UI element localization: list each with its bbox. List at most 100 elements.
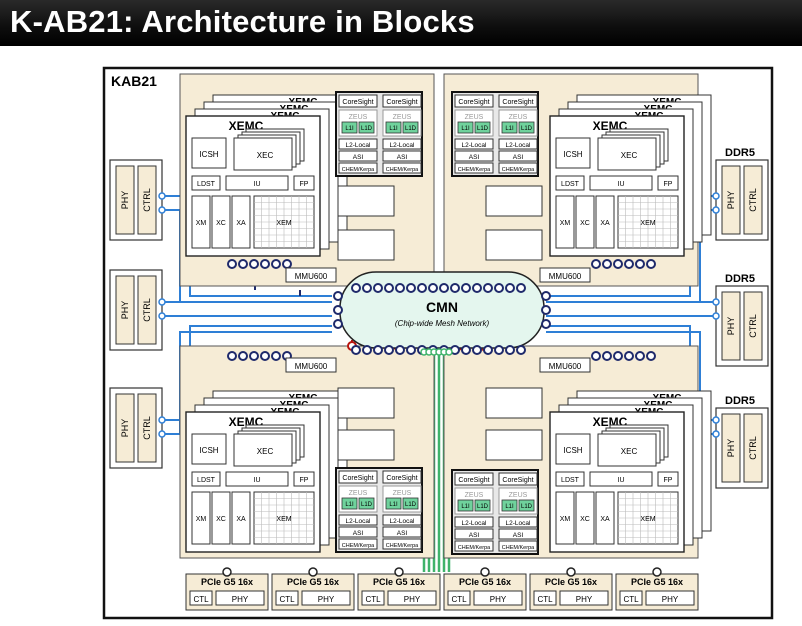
pcie-phy-box [215,590,265,606]
xec-label: XEC [621,447,638,456]
slice-box [337,387,395,419]
asi-label: ASI [469,532,480,539]
cmn-port [505,345,515,355]
coresight-label: CoreSight [502,99,533,106]
slice-box [337,429,395,461]
xc-label: XC [580,516,590,523]
l2-box [498,138,538,150]
cmn-port [417,283,427,293]
xa-label: XA [236,220,246,227]
ddr5-label: DDR5 [725,395,755,407]
connector-ring [635,351,645,361]
iu-box [225,175,289,191]
xec-box [597,433,657,467]
xm-box [191,491,211,545]
asi-box [498,528,538,540]
phy-box [721,165,741,235]
l2-label: L2-Local [346,142,371,149]
l1i-label: L1I [461,126,470,132]
blue-ring [158,312,166,320]
iu-label: IU [618,477,625,484]
l1i-box [341,121,358,134]
iu-box [225,471,289,487]
icsh-box [191,433,227,465]
pcie-phy-label: PHY [232,595,249,604]
l1d-label: L1D [521,126,533,132]
chem-box [454,540,494,552]
phy-box [721,413,741,483]
ldst-box [191,175,221,191]
chem-label: CHEM/Kerpa [502,545,535,551]
coresight-box [382,470,422,484]
fp-box [293,471,315,487]
cmn-port [483,283,493,293]
l1i-label: L1I [505,126,514,132]
blue-ring [712,430,720,438]
xec-box [233,433,293,467]
pcie-phy-box [645,590,695,606]
pcie-ctl-box [447,590,471,606]
pcie-phy-label: PHY [404,595,421,604]
blue-ring [712,206,720,214]
cmn-port [439,283,449,293]
fp-box [657,471,679,487]
l2-label: L2-Local [346,518,371,525]
xm-label: XM [196,220,207,227]
l1d-label: L1D [521,504,533,510]
pcie-ring [394,567,404,577]
l1d-label: L1D [405,126,417,132]
pcie-phy-box [387,590,437,606]
l1d-box [518,499,535,512]
cmn-port [395,345,405,355]
coresight-box [338,94,378,108]
zeus-label: ZEUS [349,114,368,121]
mmu600-top-left [285,267,337,283]
chem-label: CHEM/Kerpa [458,545,491,551]
ldst-label: LDST [197,477,216,484]
icsh-label: ICSH [199,446,218,455]
asi-box [382,150,422,162]
xc-box [575,195,595,249]
l2-box [454,138,494,150]
chem-box [338,538,378,550]
phy-label: PHY [726,191,736,210]
asi-box [454,150,494,162]
icsh-box [555,433,591,465]
l1i-box [457,499,474,512]
coresight-box [338,470,378,484]
zeus-label: ZEUS [393,114,412,121]
connector-ring [260,259,270,269]
xm-box [555,195,575,249]
mmu-label: MMU600 [295,272,328,281]
xa-label: XA [600,220,610,227]
ctrl-box [743,291,763,361]
pcie-label: PCIe G5 16x [545,577,597,587]
l2-box [382,514,422,526]
connector-ring [613,259,623,269]
cmn-port [461,283,471,293]
cmn-port [406,283,416,293]
slice-box [485,387,543,419]
l1i-label: L1I [389,126,398,132]
cmn-port [505,283,515,293]
pcie-phy-label: PHY [576,595,593,604]
icsh-label: ICSH [563,446,582,455]
coresight-label: CoreSight [458,99,489,106]
zeus-label: ZEUS [349,490,368,497]
l2-label: L2-Local [462,142,487,149]
l1i-box [385,497,402,510]
pcie-ring [308,567,318,577]
fp-label: FP [300,477,309,484]
phy-box [115,275,135,345]
xa-box [595,491,615,545]
l1d-label: L1D [361,126,373,132]
cmn-port [362,283,372,293]
slice-box [485,429,543,461]
xa-box [231,195,251,249]
l1d-box [474,499,491,512]
xa-box [595,195,615,249]
page-title: K-AB21: Architecture in Blocks [10,4,475,39]
connector-ring [238,259,248,269]
blue-ring [712,192,720,200]
xc-label: XC [580,220,590,227]
